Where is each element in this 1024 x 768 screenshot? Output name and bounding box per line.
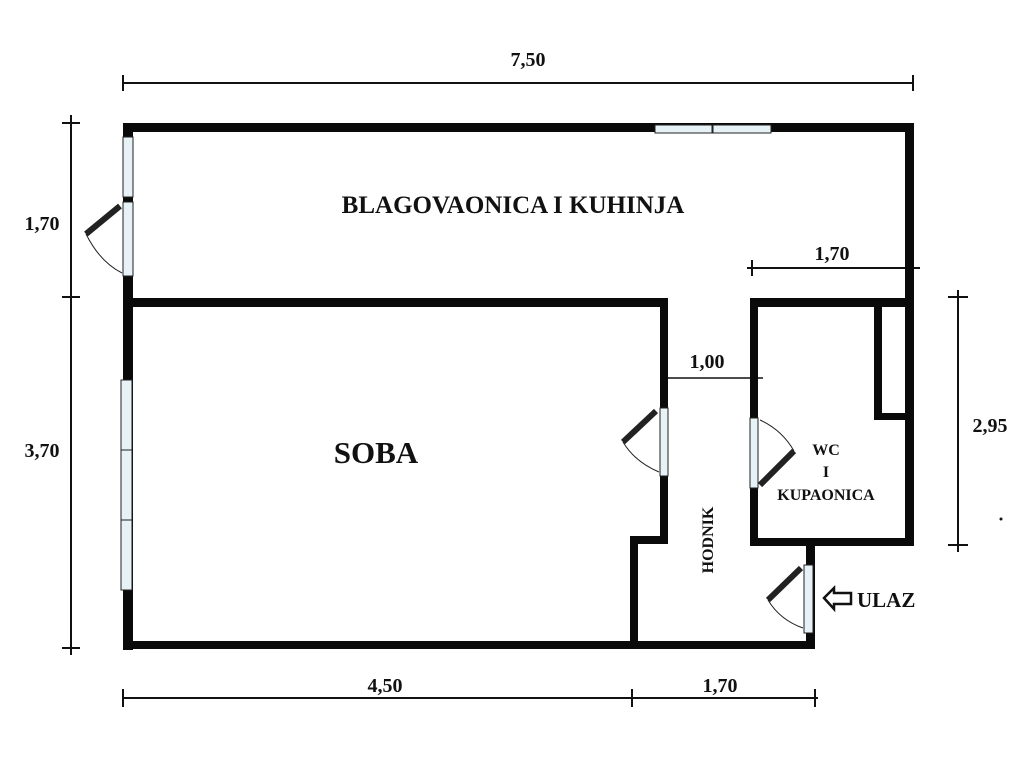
dimension-bottom: 4,50 1,70	[122, 675, 818, 707]
room-label-soba: SOBA	[334, 435, 419, 470]
dim-kitchen-depth: 1,70	[25, 213, 60, 235]
dimension-right: 2,95	[948, 290, 1008, 552]
svg-text:1,70: 1,70	[815, 243, 850, 265]
room-label-wc: WC	[812, 442, 840, 459]
room-label-bathroom: KUPAONICA	[777, 487, 875, 504]
dimension-left: 1,70 3,70	[25, 115, 80, 655]
dim-room-width: 4,50	[368, 675, 403, 697]
dim-hall-bottom-width: 1,70	[703, 675, 738, 697]
svg-text:1,00: 1,00	[690, 351, 725, 373]
arrow-left-icon	[822, 584, 853, 613]
door-soba[interactable]	[620, 407, 669, 477]
entrance-label: ULAZ	[857, 588, 915, 612]
dim-total-width: 7,50	[511, 49, 546, 71]
door-bathroom[interactable]	[749, 417, 797, 489]
dimension-bath-width: 1,70	[747, 243, 920, 276]
room-label-kitchen: BLAGOVAONICA I KUHINJA	[342, 192, 685, 219]
window	[654, 124, 713, 134]
windows	[120, 124, 772, 591]
dim-bath-depth: 2,95	[973, 415, 1008, 437]
room-label-and: I	[823, 464, 829, 481]
window	[120, 519, 133, 591]
entrance-marker: ULAZ	[822, 584, 915, 613]
door-entrance[interactable]	[765, 564, 814, 634]
dimension-top: 7,50	[122, 49, 914, 91]
dimension-hall-width: 1,00	[668, 351, 763, 379]
room-label-hall: HODNIK	[700, 506, 717, 573]
window	[122, 136, 134, 198]
window	[120, 379, 133, 451]
window	[712, 124, 772, 134]
door-balcony[interactable]	[84, 201, 134, 277]
dim-room-depth: 3,70	[25, 440, 60, 462]
window	[120, 449, 133, 521]
